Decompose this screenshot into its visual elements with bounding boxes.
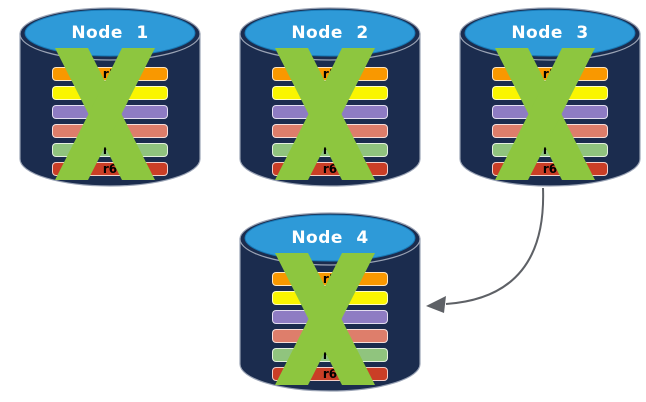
replica-row-label: r2 xyxy=(322,86,338,100)
replica-row-label: r1 xyxy=(102,67,118,81)
replica-row-r4: r4 xyxy=(492,124,608,138)
replica-rows: r1 r2 r3 r4 r5 r6 xyxy=(492,67,608,181)
replica-row-label: r2 xyxy=(322,291,338,305)
replica-row-label: r2 xyxy=(102,86,118,100)
replica-row-label: r6 xyxy=(322,367,338,381)
replica-row-r3: r3 xyxy=(272,105,388,119)
node-title: Node 3 xyxy=(511,23,589,43)
replica-row-r6: r6 xyxy=(272,162,388,176)
node-title: Node 1 xyxy=(71,23,149,43)
replica-row-label: r4 xyxy=(322,124,338,138)
node-node-3: Node 3 r1 r2 r3 r4 r5 r6 xyxy=(459,7,641,187)
replica-row-label: r4 xyxy=(322,329,338,343)
replica-row-r2: r2 xyxy=(272,291,388,305)
replica-row-r3: r3 xyxy=(272,310,388,324)
replica-row-r2: r2 xyxy=(52,86,168,100)
replica-rows: r1 r2 r3 r4 r5 r6 xyxy=(272,272,388,386)
replica-row-r5: r5 xyxy=(272,143,388,157)
replica-row-label: r6 xyxy=(322,162,338,176)
replica-row-label: r4 xyxy=(102,124,118,138)
replica-row-label: r6 xyxy=(102,162,118,176)
replica-row-label: r6 xyxy=(542,162,558,176)
replica-row-label: r4 xyxy=(542,124,558,138)
replica-row-label: r1 xyxy=(542,67,558,81)
replica-row-r4: r4 xyxy=(272,329,388,343)
replica-row-r6: r6 xyxy=(492,162,608,176)
replica-row-label: r1 xyxy=(322,67,338,81)
replica-row-label: r3 xyxy=(102,105,118,119)
replica-row-r4: r4 xyxy=(52,124,168,138)
replica-row-r1: r1 xyxy=(52,67,168,81)
replica-row-r6: r6 xyxy=(52,162,168,176)
replica-row-r5: r5 xyxy=(492,143,608,157)
replica-row-label: r1 xyxy=(322,272,338,286)
node-node-4: Node 4 r1 r2 r3 r4 r5 r6 xyxy=(239,212,421,392)
node-title: Node 4 xyxy=(291,228,369,248)
replica-row-label: r2 xyxy=(542,86,558,100)
replica-row-label: r3 xyxy=(322,105,338,119)
replica-row-label: r3 xyxy=(322,310,338,324)
replica-row-label: r5 xyxy=(322,348,338,362)
replica-row-r2: r2 xyxy=(272,86,388,100)
replica-rows: r1 r2 r3 r4 r5 r6 xyxy=(272,67,388,181)
replica-row-r3: r3 xyxy=(52,105,168,119)
replica-row-r1: r1 xyxy=(272,67,388,81)
replica-row-r4: r4 xyxy=(272,124,388,138)
replica-row-r1: r1 xyxy=(272,272,388,286)
replica-row-label: r5 xyxy=(542,143,558,157)
node-node-1: Node 1 r1 r2 r3 r4 r5 r6 xyxy=(19,7,201,187)
replica-row-r3: r3 xyxy=(492,105,608,119)
replica-row-label: r3 xyxy=(542,105,558,119)
replica-row-label: r5 xyxy=(322,143,338,157)
replica-rows: r1 r2 r3 r4 r5 r6 xyxy=(52,67,168,181)
replica-row-r5: r5 xyxy=(52,143,168,157)
replica-row-r5: r5 xyxy=(272,348,388,362)
node-node-2: Node 2 r1 r2 r3 r4 r5 r6 xyxy=(239,7,421,187)
replica-row-r6: r6 xyxy=(272,367,388,381)
replica-row-r2: r2 xyxy=(492,86,608,100)
replica-row-label: r5 xyxy=(102,143,118,157)
node-title: Node 2 xyxy=(291,23,369,43)
replica-row-r1: r1 xyxy=(492,67,608,81)
